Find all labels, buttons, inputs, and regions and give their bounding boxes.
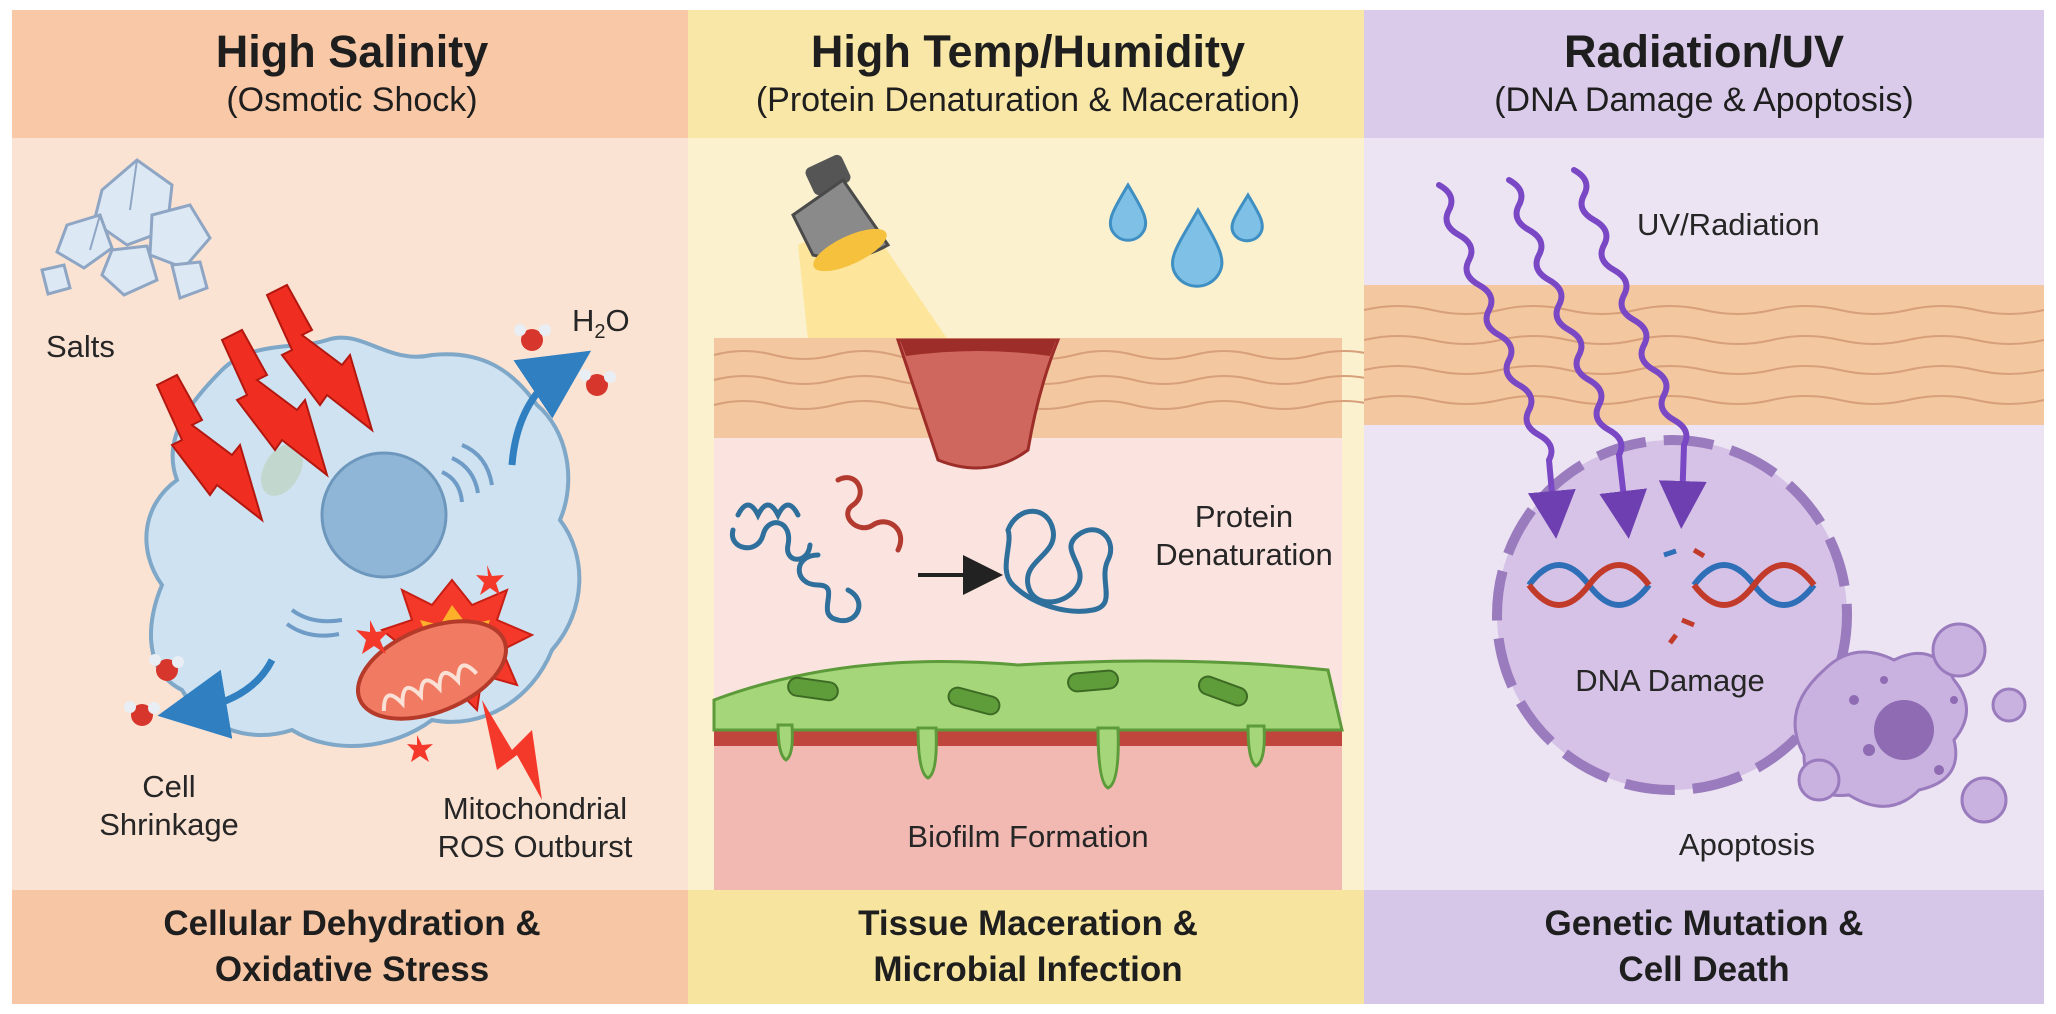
salinity-header: High Salinity (Osmotic Shock) [12, 10, 692, 138]
dna-helix-icon [1526, 562, 1817, 608]
ros-star-icon [476, 565, 504, 595]
dna-damage-label: DNA Damage [1575, 663, 1765, 698]
cell-nucleus [320, 451, 448, 579]
protein-denaturation-label: Protein Denaturation [1155, 499, 1333, 572]
panel-title: High Temp/Humidity [810, 26, 1246, 77]
footer-line-1: Genetic Mutation & [1544, 904, 1864, 943]
temp-footer: Tissue Maceration & Microbial Infection [688, 890, 1368, 1004]
water-loss-arrow [157, 658, 276, 739]
panel-high-temp-humidity: High Temp/Humidity (Protein Denaturation… [688, 10, 1368, 1004]
folded-protein-icon [730, 475, 904, 624]
temp-header-bg [688, 10, 1368, 138]
panel-title: Radiation/UV [1563, 26, 1845, 77]
bacteria-icon [787, 669, 1249, 716]
salt-stress-arrows-icon [155, 283, 374, 523]
salinity-footer: Cellular Dehydration & Oxidative Stress [12, 890, 692, 1004]
temp-illustration [688, 10, 1368, 1004]
biofilm-mat [712, 659, 1344, 732]
cell-shrinkage-label: Cell Shrinkage [99, 769, 239, 842]
biofilm-drips [776, 723, 1266, 790]
skin-layer [1364, 285, 2044, 425]
panel-subtitle: (Osmotic Shock) [226, 81, 478, 119]
salinity-illustration [12, 10, 692, 1004]
denatured-protein-icon [1003, 508, 1114, 614]
uv-illustration [1364, 10, 2044, 1004]
macerated-wound [895, 338, 1061, 470]
temp-footer-bg [688, 890, 1368, 1004]
uv-footer-bg [1364, 890, 2044, 1004]
panel-high-salinity: High Salinity (Osmotic Shock) Salts H2O … [12, 10, 692, 1004]
panel-subtitle: (DNA Damage & Apoptosis) [1494, 81, 1914, 119]
apoptosis-label: Apoptosis [1678, 827, 1816, 862]
uv-header-bg [1364, 10, 2044, 138]
footer-line-2: Microbial Infection [873, 950, 1183, 989]
apoptotic-nucleus [1874, 700, 1934, 760]
damaged-nucleus [1492, 435, 1852, 795]
uv-radiation-label: UV/Radiation [1637, 207, 1820, 242]
panel-title: High Salinity [215, 26, 489, 77]
water-molecule-icon [514, 324, 616, 396]
salt-crystals-icon [40, 158, 212, 300]
heat-lamp-icon [791, 154, 891, 272]
ros-star-icon [356, 620, 390, 654]
salinity-header-bg [12, 10, 692, 138]
h2o-label: H2O [572, 303, 630, 344]
dna-fragments-icon [1663, 547, 1706, 645]
salinity-footer-bg [12, 890, 692, 1004]
ros-outburst-label: Mitochondrial ROS Outburst [437, 791, 633, 864]
footer-line-2: Cell Death [1618, 950, 1790, 989]
footer-line-1: Cellular Dehydration & [163, 904, 541, 943]
panel-radiation-uv: Radiation/UV (DNA Damage & Apoptosis) UV… [1364, 10, 2044, 1004]
temp-header: High Temp/Humidity (Protein Denaturation… [688, 10, 1368, 138]
vacuole [261, 444, 303, 496]
mitochondrion-icon [355, 619, 509, 721]
uv-header: Radiation/UV (DNA Damage & Apoptosis) [1364, 10, 2044, 138]
uv-footer: Genetic Mutation & Cell Death [1364, 890, 2044, 1004]
uv-rays-icon [1436, 167, 1707, 539]
ros-star-icon [407, 735, 433, 762]
footer-line-1: Tissue Maceration & [858, 904, 1198, 943]
tissue-base-layer [714, 728, 1342, 890]
golgi-organelle [285, 443, 494, 638]
water-efflux-arrow [508, 350, 592, 466]
biofilm-formation-label: Biofilm Formation [907, 819, 1149, 854]
salts-label: Salts [46, 329, 115, 364]
water-molecule-icon [124, 654, 184, 726]
panel-subtitle: (Protein Denaturation & Maceration) [755, 81, 1301, 119]
footer-line-2: Oxidative Stress [214, 950, 490, 989]
ros-tail [482, 700, 542, 800]
water-droplets-icon [1108, 182, 1264, 288]
